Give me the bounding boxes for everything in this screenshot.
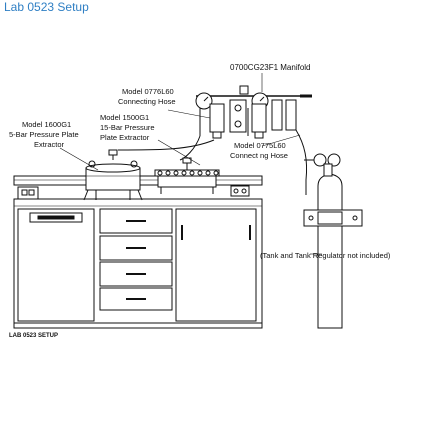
ext-1500-label-2: 15-Bar Pressure: [100, 123, 155, 132]
extractor-1600g1-icon: [83, 149, 143, 201]
gas-tank-icon: [303, 153, 363, 329]
page-title: Lab 0523 Setup: [4, 0, 89, 14]
ext-1600-label-2: 5-Bar Pressure Plate: [9, 130, 79, 139]
hose-0776-label-1: Model 0776L60: [122, 87, 174, 96]
manifold-label: 0700CG23F1 Manifold: [230, 63, 311, 72]
figure-caption: LAB 0523 SETUP: [9, 333, 58, 339]
ext-1600-label-1: Model 1600G1: [22, 120, 71, 129]
hose-0775-label-2: Connect ng Hose: [230, 151, 288, 160]
ext-1500-label-3: Plate Extractor: [100, 133, 150, 142]
manifold-0700cg23f1-icon: [195, 85, 312, 139]
hose-0775l60-icon: [295, 129, 308, 195]
hose-0775-label-1: Model 0775L60: [234, 141, 286, 150]
hose-0776l60-icon: [179, 135, 201, 161]
hose-0776-label-2: Connecting Hose: [118, 97, 176, 106]
tank-note: (Tank and Tank Regulator not included): [260, 251, 391, 260]
leader-lines: [59, 73, 322, 255]
ext-1500-label-1: Model 1500G1: [100, 113, 149, 122]
ext-1600-label-3: Extractor: [34, 140, 65, 149]
extractor-1500g1-icon: [154, 157, 220, 194]
lab-bench: [13, 175, 263, 329]
